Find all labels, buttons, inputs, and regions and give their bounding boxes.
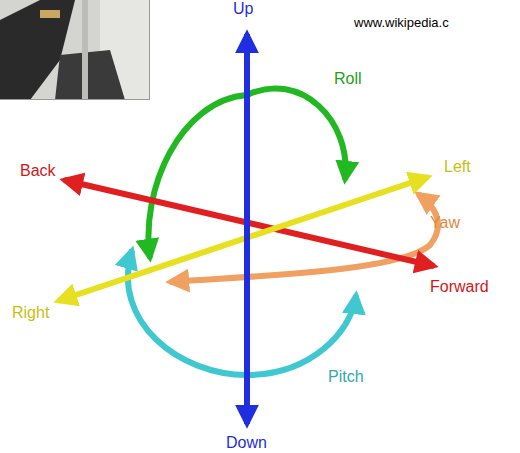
roll-arc — [247, 88, 346, 180]
rotation-label: Roll — [334, 70, 362, 88]
rotation-label: Pitch — [328, 368, 364, 386]
axis-label: Down — [226, 434, 267, 452]
axis-label: Back — [20, 162, 56, 180]
axis-label: Left — [444, 158, 471, 176]
axis-label: Right — [12, 304, 49, 322]
roll-arc — [148, 95, 247, 258]
rotation-label: Yaw — [430, 214, 460, 232]
left-right-axis — [58, 177, 428, 301]
up-down-axis — [244, 34, 250, 424]
axis-label: Up — [233, 0, 253, 18]
watermark: www.wikipedia.c — [354, 14, 449, 32]
axis-label: Forward — [430, 278, 489, 296]
photo-inset — [0, 0, 150, 100]
